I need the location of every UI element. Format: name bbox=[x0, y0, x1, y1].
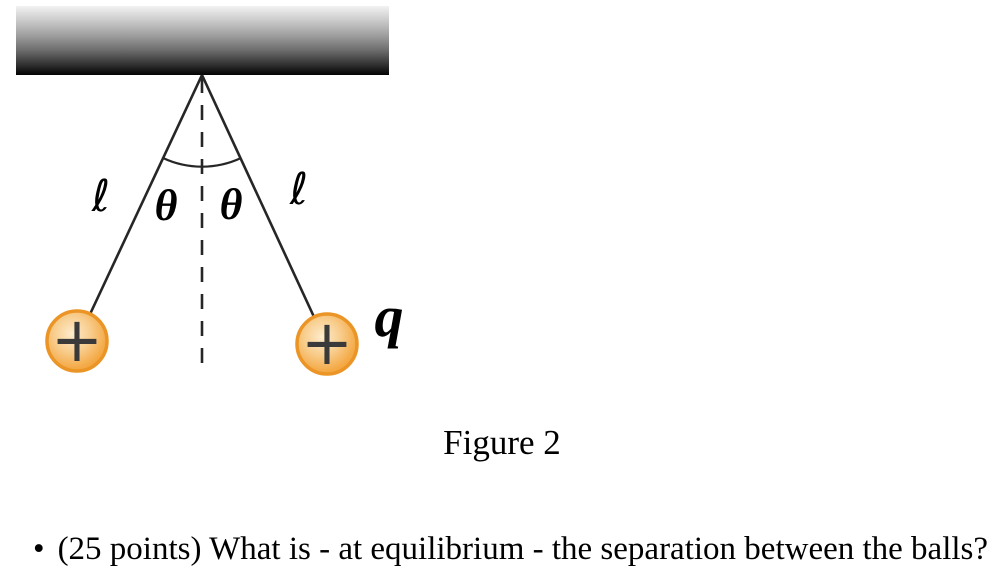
string-right bbox=[200, 74, 329, 346]
plus-sign-left: + bbox=[51, 303, 103, 376]
question-line: • (25 points) What is - at equilibrium -… bbox=[33, 531, 988, 567]
angle-arc bbox=[162, 157, 242, 168]
string-left bbox=[75, 74, 204, 343]
angle-label-right: θ bbox=[219, 180, 243, 229]
charge-ball-left bbox=[45, 309, 109, 373]
angle-label-left: θ bbox=[154, 181, 178, 230]
figure-caption: Figure 2 bbox=[443, 423, 561, 462]
question-text: (25 points) What is - at equilibrium - t… bbox=[57, 531, 989, 567]
plus-sign-right: + bbox=[301, 306, 353, 379]
bullet-marker: • bbox=[33, 531, 45, 567]
charge-label: q bbox=[374, 284, 404, 349]
string-length-label-right: ℓ bbox=[289, 164, 309, 215]
ceiling-bar bbox=[16, 6, 389, 75]
charge-ball-right bbox=[295, 312, 359, 376]
pendulum-diagram bbox=[45, 74, 359, 376]
string-length-label-left: ℓ bbox=[91, 171, 111, 222]
